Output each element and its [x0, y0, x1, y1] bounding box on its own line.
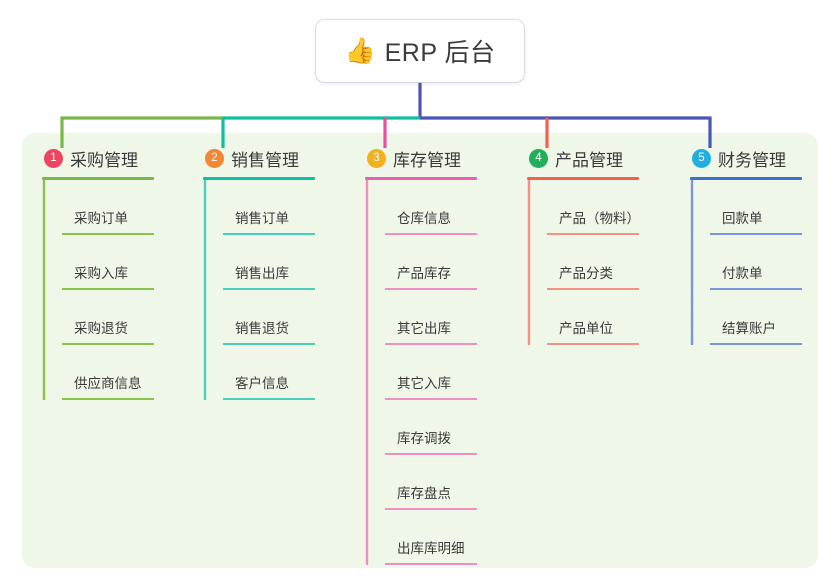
- leaf-underline: [62, 343, 154, 345]
- leaf-underline: [223, 233, 315, 235]
- leaf-item-label: 采购入库: [74, 266, 128, 281]
- leaf-item-label: 产品库存: [397, 266, 451, 281]
- leaf-item[interactable]: 销售订单: [223, 180, 363, 235]
- leaf-underline: [62, 233, 154, 235]
- leaf-item[interactable]: 采购订单: [62, 180, 202, 235]
- leaf-item[interactable]: 产品单位: [547, 290, 687, 345]
- root-node[interactable]: 👍 ERP 后台: [316, 20, 524, 82]
- leaf-underline: [547, 233, 639, 235]
- column-underline: [365, 177, 477, 180]
- leaf-item-label: 产品分类: [559, 266, 613, 281]
- column-index-badge: 1: [44, 148, 63, 168]
- diagram-panel: [22, 133, 818, 568]
- leaf-item-label: 产品单位: [559, 321, 613, 336]
- leaf-underline: [385, 398, 477, 400]
- leaf-item[interactable]: 销售退货: [223, 290, 363, 345]
- leaf-underline: [385, 563, 477, 565]
- leaf-item-label: 仓库信息: [397, 211, 451, 226]
- leaf-list: 仓库信息产品库存其它出库其它入库库存调拨库存盘点出库库明细: [365, 180, 525, 565]
- leaf-item-label: 客户信息: [235, 376, 289, 391]
- leaf-item-label: 其它入库: [397, 376, 451, 391]
- leaf-underline: [547, 288, 639, 290]
- column-2: 2 销售管理销售订单销售出库销售退货客户信息: [203, 145, 363, 400]
- leaf-item[interactable]: 销售出库: [223, 235, 363, 290]
- leaf-item-label: 销售出库: [235, 266, 289, 281]
- leaf-item-label: 采购订单: [74, 211, 128, 226]
- leaf-item[interactable]: 产品库存: [385, 235, 525, 290]
- leaf-item[interactable]: 采购退货: [62, 290, 202, 345]
- leaf-item-label: 销售退货: [235, 321, 289, 336]
- column-3: 3 库存管理仓库信息产品库存其它出库其它入库库存调拨库存盘点出库库明细: [365, 145, 525, 565]
- column-index-badge: 2: [205, 148, 224, 168]
- leaf-list: 采购订单采购入库采购退货供应商信息: [42, 180, 202, 400]
- column-index-badge: 4: [529, 148, 548, 168]
- column-title: 销售管理: [231, 150, 299, 170]
- column-underline: [203, 177, 315, 180]
- leaf-underline: [385, 508, 477, 510]
- column-5: 5 财务管理回款单付款单结算账户: [690, 145, 839, 345]
- column-index-badge: 5: [692, 148, 711, 168]
- leaf-underline: [62, 398, 154, 400]
- column-header-5[interactable]: 5 财务管理: [690, 145, 839, 171]
- column-1: 1 采购管理采购订单采购入库采购退货供应商信息: [42, 145, 202, 400]
- leaf-underline: [62, 288, 154, 290]
- leaf-item-label: 付款单: [722, 266, 763, 281]
- column-header-3[interactable]: 3 库存管理: [365, 145, 525, 171]
- column-header-2[interactable]: 2 销售管理: [203, 145, 363, 171]
- column-title: 产品管理: [555, 150, 623, 170]
- leaf-item-label: 其它出库: [397, 321, 451, 336]
- leaf-item[interactable]: 产品（物料）: [547, 180, 687, 235]
- column-underline: [690, 177, 802, 180]
- leaf-item[interactable]: 客户信息: [223, 345, 363, 400]
- leaf-item-label: 结算账户: [722, 321, 776, 336]
- leaf-underline: [547, 343, 639, 345]
- leaf-list: 回款单付款单结算账户: [690, 180, 839, 345]
- leaf-underline: [710, 288, 802, 290]
- leaf-underline: [710, 233, 802, 235]
- leaf-underline: [385, 343, 477, 345]
- leaf-item-label: 出库库明细: [397, 541, 465, 556]
- leaf-underline: [223, 398, 315, 400]
- leaf-item-label: 库存盘点: [397, 486, 451, 501]
- column-4: 4 产品管理产品（物料） 产品分类产品单位: [527, 145, 687, 345]
- column-index-badge: 3: [367, 148, 386, 168]
- leaf-underline: [385, 288, 477, 290]
- leaf-underline: [223, 288, 315, 290]
- column-title: 库存管理: [393, 150, 461, 170]
- column-underline: [527, 177, 639, 180]
- leaf-item[interactable]: 付款单: [710, 235, 839, 290]
- leaf-item-label: 产品（物料）: [559, 211, 640, 226]
- thumbs-up-icon: 👍: [344, 36, 376, 65]
- leaf-item[interactable]: 库存盘点: [385, 455, 525, 510]
- leaf-item[interactable]: 出库库明细: [385, 510, 525, 565]
- leaf-underline: [710, 343, 802, 345]
- page-title: ERP 后台: [384, 39, 496, 67]
- leaf-item-label: 采购退货: [74, 321, 128, 336]
- leaf-item[interactable]: 供应商信息: [62, 345, 202, 400]
- leaf-item-label: 销售订单: [235, 211, 289, 226]
- column-underline: [42, 177, 154, 180]
- column-header-4[interactable]: 4 产品管理: [527, 145, 687, 171]
- leaf-item-label: 回款单: [722, 211, 763, 226]
- leaf-item[interactable]: 回款单: [710, 180, 839, 235]
- leaf-underline: [385, 233, 477, 235]
- leaf-item[interactable]: 其它入库: [385, 345, 525, 400]
- column-title: 采购管理: [70, 150, 138, 170]
- leaf-item[interactable]: 产品分类: [547, 235, 687, 290]
- leaf-item[interactable]: 仓库信息: [385, 180, 525, 235]
- leaf-list: 销售订单销售出库销售退货客户信息: [203, 180, 363, 400]
- leaf-list: 产品（物料） 产品分类产品单位: [527, 180, 687, 345]
- leaf-item-label: 库存调拨: [397, 431, 451, 446]
- leaf-underline: [223, 343, 315, 345]
- leaf-underline: [385, 453, 477, 455]
- leaf-item[interactable]: 库存调拨: [385, 400, 525, 455]
- column-title: 财务管理: [718, 150, 786, 170]
- column-header-1[interactable]: 1 采购管理: [42, 145, 202, 171]
- leaf-item-label: 供应商信息: [74, 376, 142, 391]
- leaf-item[interactable]: 其它出库: [385, 290, 525, 345]
- leaf-item[interactable]: 采购入库: [62, 235, 202, 290]
- leaf-item[interactable]: 结算账户: [710, 290, 839, 345]
